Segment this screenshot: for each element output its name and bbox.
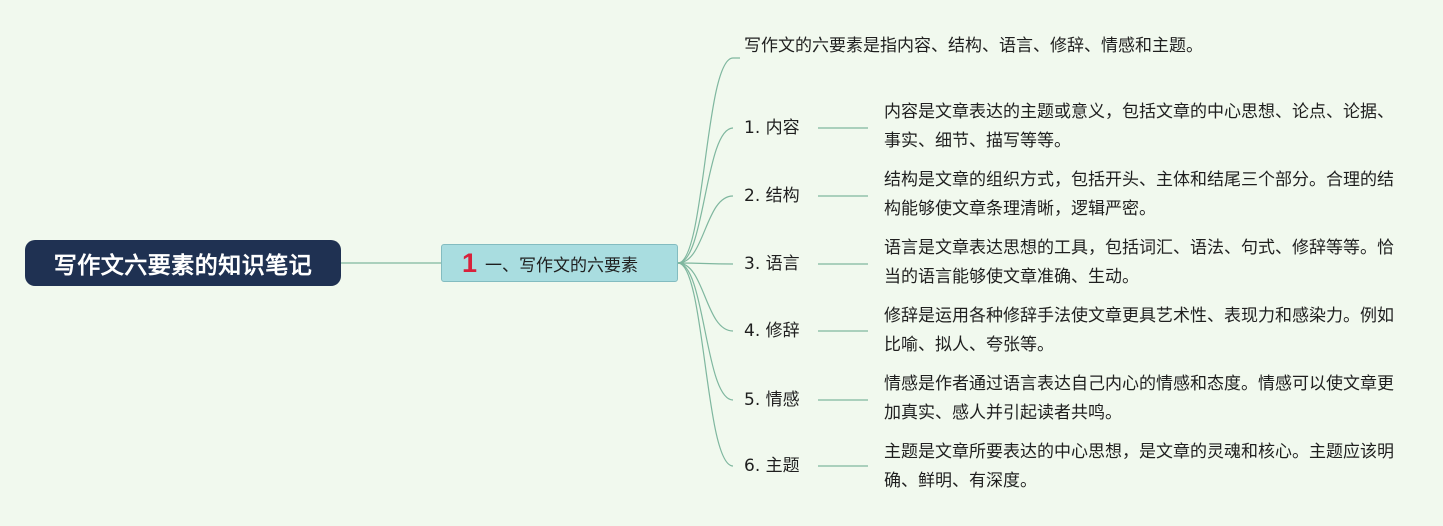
root-topic[interactable]: 写作文六要素的知识笔记 [25,240,341,286]
subtopic-language[interactable]: 3. 语言 [744,254,800,274]
connector-main-item-6 [677,262,734,467]
subtopic-content-description[interactable]: 内容是文章表达的主题或意义，包括文章的中心思想、论点、论据、事实、细节、描写等等… [884,102,1394,151]
subtopic-content[interactable]: 1. 内容 [744,118,800,138]
subtopic-language-description[interactable]: 语言是文章表达思想的工具，包括词汇、语法、句式、修辞等等。恰当的语言能够使文章准… [884,238,1394,287]
subtopic-rhetoric[interactable]: 4. 修辞 [744,321,800,341]
connector-main-item-5 [677,262,734,401]
subtopic-structure-description[interactable]: 结构是文章的组织方式，包括开头、主体和结尾三个部分。合理的结构能够使文章条理清晰… [884,170,1394,219]
root-topic-title: 写作文六要素的知识笔记 [53,253,313,279]
main-topic[interactable]: 1 一、写作文的六要素 [441,244,678,282]
main-topic-title: 一、写作文的六要素 [485,255,639,276]
subtopic-theme[interactable]: 6. 主题 [744,456,800,476]
connector-main-item-4 [677,262,734,332]
connector-main-item-2 [677,195,734,264]
subtopic-emotion-description[interactable]: 情感是作者通过语言表达自己内心的情感和态度。情感可以使文章更加真实、感人并引起读… [884,374,1394,423]
intro-topic[interactable]: 写作文的六要素是指内容、结构、语言、修辞、情感和主题。 [744,36,1203,56]
subtopic-structure[interactable]: 2. 结构 [744,186,800,206]
topic-number-badge: 1 [462,247,478,278]
connector-main-item-3 [677,262,734,265]
subtopic-rhetoric-description[interactable]: 修辞是运用各种修辞手法使文章更具艺术性、表现力和感染力。例如比喻、拟人、夸张等。 [884,306,1394,355]
connector-main-intro [677,57,740,264]
connector-main-item-1 [677,127,734,264]
subtopic-theme-description[interactable]: 主题是文章所要表达的中心思想，是文章的灵魂和核心。主题应该明确、鲜明、有深度。 [884,442,1394,491]
subtopic-emotion[interactable]: 5. 情感 [744,390,800,410]
